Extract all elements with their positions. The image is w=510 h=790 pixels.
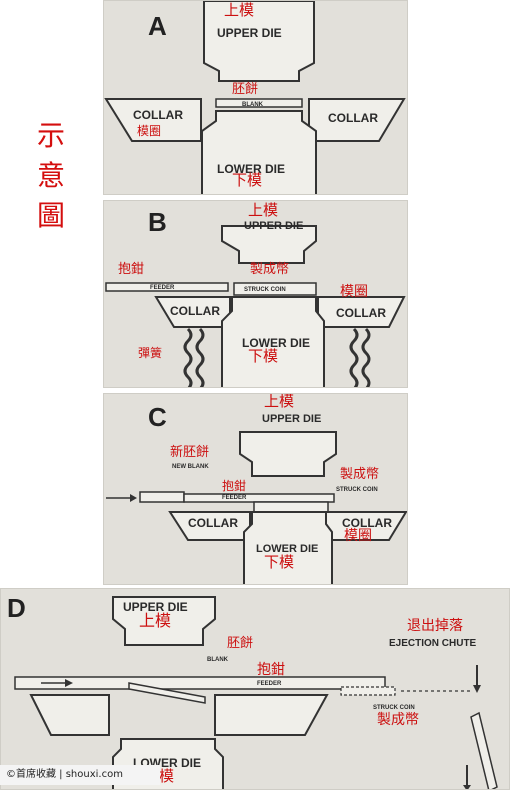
panel-a-drawing	[104, 1, 406, 194]
side-title: 示 意 圖	[36, 116, 66, 236]
d-struck-coin-en: STRUCK COIN	[373, 705, 415, 711]
panel-d-letter: D	[7, 593, 26, 623]
lower-die-shape	[201, 110, 317, 194]
struck-coin-shape	[253, 501, 329, 513]
c-collar-right-en: COLLAR	[342, 516, 392, 530]
d-lower-die-zh: 模	[159, 767, 175, 785]
feeder-shape	[105, 282, 229, 292]
c-collar-left-en: COLLAR	[188, 516, 238, 530]
panel-c-letter: C	[148, 402, 167, 432]
c-feeder-zh: 抱鉗	[222, 479, 247, 493]
b-collar-right-en: COLLAR	[336, 306, 386, 320]
d-ejection-en: EJECTION CHUTE	[389, 638, 477, 649]
panel-c: C 上模 UPPER DIE 新胚餅 NEW BLANK 抱鉗 FEEDER 製…	[103, 393, 408, 585]
a-collar-right-en: COLLAR	[328, 111, 378, 125]
d-upper-die-en: UPPER DIE	[123, 600, 188, 614]
side-title-char-1: 示	[36, 119, 65, 152]
panel-a-letter: A	[148, 11, 167, 41]
blank-shape	[215, 98, 303, 108]
b-feeder-zh: 抱鉗	[118, 262, 145, 277]
b-upper-die-zh: 上模	[248, 201, 279, 219]
panel-b: B 上模 UPPER DIE 抱鉗 FEEDER 製成幣 STRUCK COIN…	[103, 200, 408, 388]
panel-b-drawing	[105, 225, 406, 387]
c-lower-die-zh: 下模	[264, 553, 295, 571]
c-collar-right-zh: 模圈	[344, 528, 372, 544]
b-lower-die-zh: 下模	[248, 347, 279, 365]
a-upper-die-en: UPPER DIE	[217, 26, 282, 40]
d-feeder-zh: 抱鉗	[257, 662, 285, 678]
b-collar-right-zh: 模圈	[340, 284, 368, 300]
c-struck-coin-en: STRUCK COIN	[336, 487, 378, 493]
lower-die-shape	[243, 511, 333, 584]
lower-die-shape	[221, 296, 325, 387]
b-feeder-en: FEEDER	[150, 285, 175, 291]
feeder-shape	[183, 493, 335, 503]
spring-right-shape	[349, 327, 371, 387]
c-feeder-en: FEEDER	[222, 495, 247, 501]
a-collar-left-en: COLLAR	[133, 108, 183, 122]
struck-coin-shape	[340, 686, 396, 696]
panel-a: A 上模 UPPER DIE 胚餅 BLANK COLLAR 模圈 COLLAR…	[103, 0, 408, 195]
c-new-blank-zh: 新胚餅	[170, 445, 210, 460]
a-blank-en: BLANK	[242, 102, 263, 108]
b-struck-coin-en: STRUCK COIN	[244, 287, 286, 293]
d-blank-zh: 胚餅	[227, 636, 254, 651]
watermark: ©首席收藏 | shouxi.com	[0, 765, 160, 785]
c-struck-coin-zh: 製成幣	[340, 467, 380, 482]
collar-right-shape	[214, 694, 329, 736]
panel-d: D UPPER DIE 上模 胚餅 BLANK 抱鉗 FEEDER 退出掉落 E…	[0, 588, 510, 790]
a-collar-left-zh: 模圈	[137, 124, 162, 138]
feeder-shape	[14, 676, 386, 690]
panel-c-drawing	[106, 431, 407, 584]
new-blank-shape	[139, 491, 185, 503]
b-spring-zh: 彈簧	[138, 346, 163, 360]
b-collar-left-en: COLLAR	[170, 304, 220, 318]
c-upper-die-zh: 上模	[264, 393, 295, 410]
b-struck-coin-zh: 製成幣	[250, 262, 290, 277]
blank-shape	[128, 682, 206, 704]
d-ejection-zh: 退出掉落	[407, 618, 463, 634]
spring-left-shape	[183, 327, 205, 387]
collar-left-shape	[29, 694, 110, 736]
a-upper-die-zh: 上模	[224, 1, 255, 19]
c-upper-die-en: UPPER DIE	[262, 413, 322, 425]
d-upper-die-zh: 上模	[139, 611, 172, 630]
a-lower-die-zh: 下模	[232, 171, 263, 189]
a-lower-die-en: LOWER DIE	[217, 162, 285, 176]
upper-die-shape	[221, 225, 317, 264]
d-feeder-en: FEEDER	[257, 681, 282, 687]
panel-b-letter: B	[148, 207, 167, 237]
side-title-char-2: 意	[36, 159, 65, 192]
a-blank-zh: 胚餅	[232, 82, 259, 97]
d-blank-en: BLANK	[207, 657, 228, 663]
d-struck-coin-zh: 製成幣	[377, 712, 419, 728]
b-upper-die-en: UPPER DIE	[244, 220, 304, 232]
c-new-blank-en: NEW BLANK	[172, 464, 209, 470]
upper-die-shape	[203, 1, 315, 82]
side-title-char-3: 圖	[36, 199, 65, 232]
upper-die-shape	[239, 431, 337, 477]
struck-coin-shape	[233, 282, 317, 296]
b-lower-die-en: LOWER DIE	[242, 336, 310, 350]
panel-d-drawing	[14, 596, 498, 789]
c-lower-die-en: LOWER DIE	[256, 543, 319, 555]
upper-die-shape	[112, 596, 216, 646]
ejection-chute-shape	[470, 711, 498, 789]
